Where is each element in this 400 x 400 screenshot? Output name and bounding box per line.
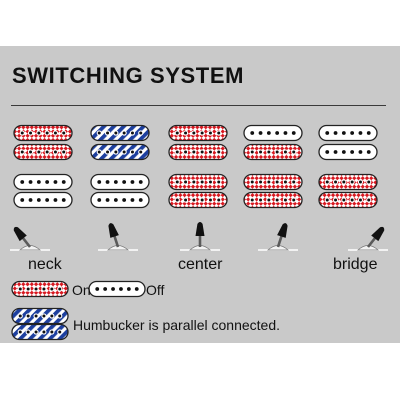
bottom-single-coil [90, 191, 150, 209]
switch-lever-icon [258, 223, 298, 251]
bottom-single-coil [168, 191, 228, 209]
legend-parallel-label: Humbucker is parallel connected. [73, 317, 280, 333]
humbucker-coil-top [243, 124, 303, 142]
humbucker-coil-top [13, 124, 73, 142]
legend-on-swatch [11, 280, 69, 298]
switch-positions [10, 222, 388, 251]
middle-single-coil [318, 173, 378, 191]
legend-parallel-swatch-bottom [11, 323, 69, 341]
switch-lever-icon [98, 223, 138, 251]
legend [11, 280, 146, 341]
bottom-single-coil [243, 191, 303, 209]
legend-off-swatch [88, 280, 146, 298]
title-divider [11, 105, 386, 106]
position-label-bridge: bridge [333, 256, 378, 273]
pickup-grid [13, 124, 378, 209]
position-label-center: center [178, 256, 223, 273]
middle-single-coil [168, 173, 228, 191]
humbucker-coil-bottom [318, 143, 378, 161]
switch-lever-icon [10, 226, 50, 251]
humbucker-coil-bottom [168, 143, 228, 161]
switch-lever-icon [348, 226, 388, 251]
middle-single-coil [90, 173, 150, 191]
switch-lever-icon [180, 222, 220, 251]
legend-off-label: Off [146, 282, 165, 298]
humbucker-coil-bottom [13, 143, 73, 161]
middle-single-coil [243, 173, 303, 191]
humbucker-coil-top [90, 124, 150, 142]
middle-single-coil [13, 173, 73, 191]
legend-on-label: On [72, 282, 91, 298]
bottom-single-coil [318, 191, 378, 209]
page-title: SWITCHING SYSTEM [12, 63, 245, 88]
humbucker-coil-bottom [90, 143, 150, 161]
bottom-single-coil [13, 191, 73, 209]
humbucker-coil-bottom [243, 143, 303, 161]
position-label-neck: neck [28, 256, 62, 273]
humbucker-coil-top [168, 124, 228, 142]
humbucker-coil-top [318, 124, 378, 142]
legend-parallel-swatch-top [11, 307, 69, 325]
